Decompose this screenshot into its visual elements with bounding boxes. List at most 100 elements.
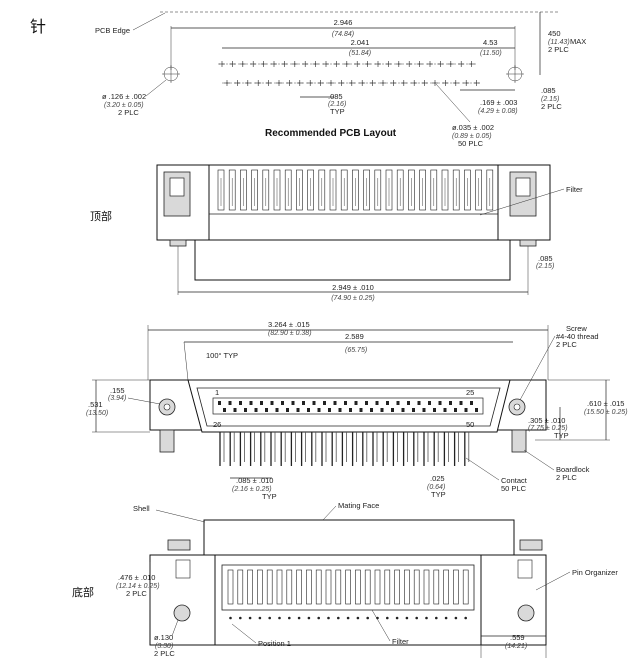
dim-169: .169 ± .003 bbox=[480, 98, 517, 107]
front-contact bbox=[422, 408, 426, 412]
dim-hole-mm: (3.20 ± 0.05) bbox=[104, 102, 144, 109]
bottom-pin-dot bbox=[297, 616, 301, 620]
bottom-pin bbox=[355, 569, 361, 605]
bottom-pin-dot bbox=[425, 616, 428, 620]
dim-085a-typ: TYP bbox=[330, 107, 345, 116]
dim-610-mm: (15.50 ± 0.25) bbox=[584, 409, 628, 416]
bottom-pin-dot bbox=[386, 616, 389, 620]
front-contact bbox=[464, 408, 468, 412]
front-contact bbox=[433, 408, 436, 412]
boardlock-label: Boardlock bbox=[556, 465, 590, 474]
front-contact bbox=[291, 401, 295, 405]
bottom-pin bbox=[453, 569, 459, 605]
dim-hole: ø .126 ± .002 bbox=[102, 92, 146, 101]
dim-085b-top-mm: (2.15) bbox=[536, 263, 554, 270]
front-contact bbox=[475, 408, 478, 412]
mating-face-label: Mating Face bbox=[338, 501, 379, 510]
front-contact bbox=[386, 401, 389, 405]
dim-531-mm: (13.50) bbox=[86, 410, 108, 417]
front-contact bbox=[328, 408, 331, 412]
front-contact bbox=[401, 408, 405, 412]
front-contact bbox=[375, 401, 379, 405]
dim-305-typ: TYP bbox=[554, 431, 569, 440]
dim-085b-top: .085 bbox=[538, 254, 553, 263]
dim-035-mm: (0.89 ± 0.05) bbox=[452, 133, 492, 140]
boardlock-left bbox=[159, 429, 175, 453]
bottom-view: Shell Mating Face .476 ± .010 (12.14 ± 0… bbox=[116, 501, 618, 658]
dim-476-plc: 2 PLC bbox=[126, 589, 147, 598]
bottom-pin bbox=[345, 569, 351, 605]
front-contact bbox=[286, 408, 289, 412]
dim-130-plc: 2 PLC bbox=[154, 649, 175, 658]
dim-035-plc: 50 PLC bbox=[458, 139, 484, 148]
dim-overall-mm: (74.84) bbox=[332, 31, 354, 38]
dim-155: .155 bbox=[110, 386, 125, 395]
dim-overall: 2.946 bbox=[334, 18, 353, 27]
pin-26: 26 bbox=[213, 420, 221, 429]
top-contact-array bbox=[217, 169, 494, 211]
bottom-pin-dot bbox=[288, 616, 291, 620]
front-contact bbox=[265, 408, 268, 412]
bottom-pin-dot bbox=[248, 616, 252, 620]
contact-label: Contact bbox=[501, 476, 528, 485]
dim-450: 450 bbox=[548, 29, 561, 38]
front-contact bbox=[281, 401, 284, 405]
dim-130-mm: (3.30) bbox=[155, 643, 173, 650]
bottom-pin-dot bbox=[415, 616, 419, 620]
dim-450-plc: 2 PLC bbox=[548, 45, 569, 54]
dim-angle: 100° TYP bbox=[206, 351, 238, 360]
bottom-pin-dot bbox=[239, 616, 242, 620]
dim-035: ø.035 ± .002 bbox=[452, 123, 494, 132]
bottom-pin bbox=[413, 569, 420, 605]
bottom-pin bbox=[335, 569, 342, 605]
boardlock-right bbox=[511, 429, 527, 453]
front-contact bbox=[228, 401, 232, 405]
front-contact bbox=[438, 401, 442, 405]
bottom-pin bbox=[237, 569, 244, 605]
bottom-pin bbox=[404, 569, 410, 605]
dim-085b: .085 bbox=[541, 86, 556, 95]
bottom-pin-dot bbox=[268, 616, 272, 620]
front-contact-insert bbox=[212, 397, 484, 415]
front-contact bbox=[249, 401, 253, 405]
dim-559-mm: (14.21) bbox=[505, 643, 527, 650]
front-contact bbox=[296, 408, 300, 412]
dim-top-width-mm: (74.90 ± 0.25) bbox=[331, 295, 375, 302]
bottom-pin-dot bbox=[327, 616, 330, 620]
dim-3264-mm: (82.90 ± 0.38) bbox=[268, 330, 312, 337]
front-contact bbox=[223, 408, 226, 412]
dim-453: 4.53 bbox=[483, 38, 498, 47]
front-contact bbox=[417, 401, 421, 405]
front-contact bbox=[344, 401, 347, 405]
front-contact bbox=[470, 401, 473, 405]
bottom-pin bbox=[384, 569, 391, 605]
bottom-pin bbox=[296, 569, 302, 605]
label-top: 顶部 bbox=[90, 209, 112, 223]
front-contact bbox=[391, 408, 394, 412]
front-contact bbox=[412, 408, 415, 412]
front-contact bbox=[312, 401, 316, 405]
front-contact-row bbox=[218, 401, 478, 412]
bottom-pin bbox=[247, 569, 253, 605]
front-contact bbox=[443, 408, 447, 412]
front-contact bbox=[307, 408, 310, 412]
bottom-pin-dot bbox=[435, 616, 438, 620]
bottom-pin bbox=[325, 569, 332, 605]
bottom-pin bbox=[257, 569, 263, 605]
dim-hole-plc: 2 PLC bbox=[118, 108, 139, 117]
dim-559: .559 bbox=[510, 633, 525, 642]
dim-row: 2.041 bbox=[351, 38, 370, 47]
front-contact bbox=[260, 401, 263, 405]
bottom-pin bbox=[443, 569, 449, 605]
bottom-pin bbox=[374, 569, 381, 605]
pcb-layout-title: Recommended PCB Layout bbox=[265, 128, 397, 139]
bottom-shell bbox=[203, 519, 515, 561]
bottom-pin-dot bbox=[317, 616, 321, 620]
front-contact bbox=[428, 401, 431, 405]
dim-169-mm: (4.29 ± 0.08) bbox=[478, 108, 518, 115]
dim-085-typ: TYP bbox=[262, 492, 277, 501]
bottom-hole-left bbox=[173, 604, 191, 622]
bottom-pin bbox=[364, 569, 371, 605]
pin-1: 1 bbox=[215, 388, 219, 397]
